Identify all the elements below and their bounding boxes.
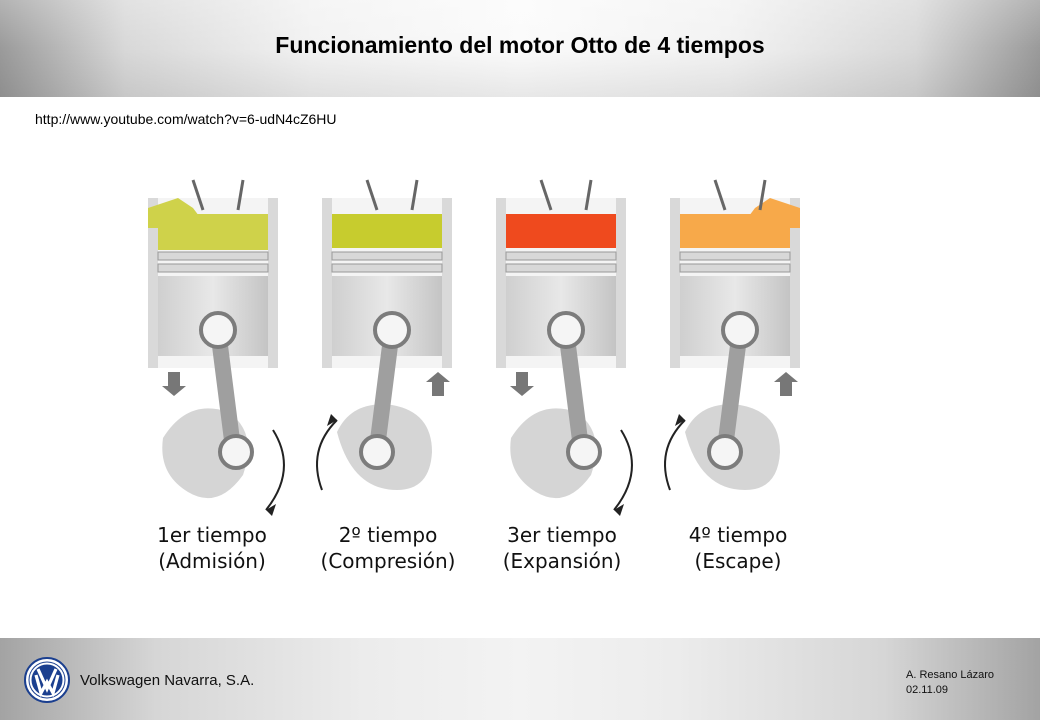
otto-engine-diagram: 1er tiempo (Admisión) 2º tiempo (Compres… — [140, 170, 820, 590]
stroke-1-engine — [148, 179, 285, 516]
stroke-4-label: 4º tiempo (Escape) — [658, 522, 818, 574]
author-block: A. Resano Lázaro 02.11.09 — [906, 668, 994, 698]
vw-logo-icon — [24, 657, 70, 703]
stroke-2-title: 2º tiempo — [338, 523, 438, 547]
stroke-2-label: 2º tiempo (Compresión) — [308, 522, 468, 574]
stroke-3-title: 3er tiempo — [507, 523, 617, 547]
stroke-1-subtitle: (Admisión) — [158, 549, 266, 573]
stroke-3-label: 3er tiempo (Expansión) — [482, 522, 642, 574]
stroke-1-title: 1er tiempo — [157, 523, 267, 547]
stroke-4-subtitle: (Escape) — [694, 549, 782, 573]
video-link[interactable]: http://www.youtube.com/watch?v=6-udN4cZ6… — [35, 111, 337, 127]
stroke-2-subtitle: (Compresión) — [320, 549, 456, 573]
stroke-4-engine — [664, 179, 800, 491]
stroke-4-title: 4º tiempo — [688, 523, 788, 547]
company-name: Volkswagen Navarra, S.A. — [80, 672, 255, 689]
combustion-chamber — [506, 214, 616, 248]
combustion-chamber — [680, 214, 790, 248]
author-name: A. Resano Lázaro — [906, 669, 995, 681]
slide-footer — [0, 638, 1040, 720]
stroke-2-engine — [316, 179, 452, 491]
slide-header — [0, 0, 1040, 97]
slide-title: Funcionamiento del motor Otto de 4 tiemp… — [275, 32, 765, 58]
stroke-3-subtitle: (Expansión) — [502, 549, 622, 573]
stroke-1-label: 1er tiempo (Admisión) — [132, 522, 292, 574]
engine-strokes-svg — [148, 179, 800, 516]
slide-date: 02.11.09 — [906, 684, 949, 696]
combustion-chamber — [332, 214, 442, 248]
stroke-3-engine — [496, 179, 633, 516]
combustion-chamber — [158, 214, 268, 250]
